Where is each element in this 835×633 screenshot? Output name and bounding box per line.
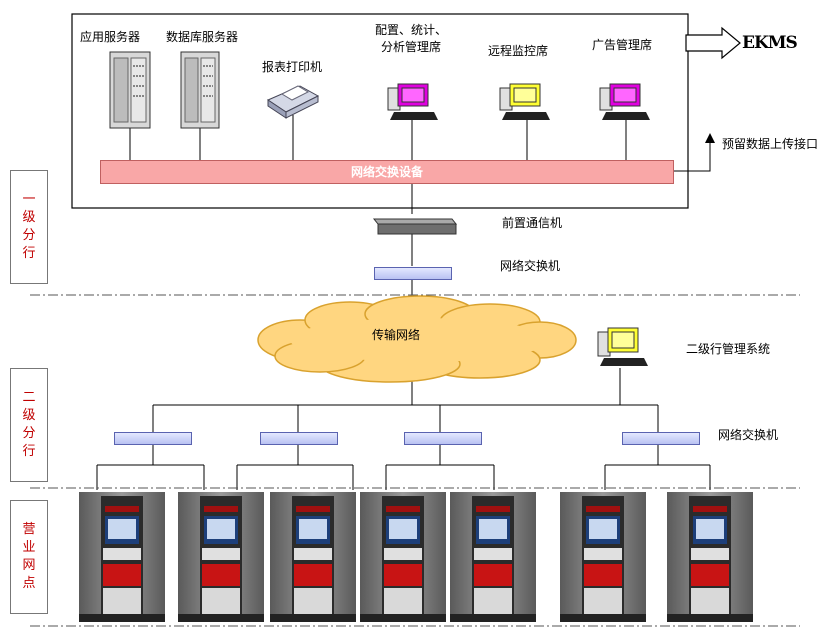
switch-level2-4 [622,432,700,445]
side-char: 行 [22,444,36,459]
side-label-level2: 二 级 分 行 [10,368,48,482]
ad-management-label: 广告管理席 [592,38,653,52]
remote-monitor-label: 远程监控席 [488,44,549,58]
report-printer-label: 报表打印机 [262,60,323,74]
atm-terminal-icon [450,492,536,622]
atm-terminal-icon [178,492,264,622]
switch-level2-3 [404,432,482,445]
side-char: 网 [22,558,36,573]
side-char: 分 [22,228,36,243]
side-char: 二 [22,390,36,405]
atm-terminal-icon [79,492,165,622]
switch-level1-label: 网络交换机 [500,259,561,273]
config-label-line1: 配置、统计、 [374,23,447,37]
transport-network-label: 传输网络 [372,328,421,342]
reserved-upload-label: 预留数据上传接口 [722,137,819,151]
atm-terminal-icon [360,492,446,622]
side-char: 业 [22,540,36,555]
front-comm-label: 前置通信机 [502,216,563,230]
atm-terminal-icon [270,492,356,622]
side-char: 分 [22,426,36,441]
side-char: 一 [22,192,36,207]
side-char: 级 [22,210,36,225]
side-label-outlets: 营 业 网 点 [10,500,48,614]
atm-terminal-icon [560,492,646,622]
side-char: 营 [22,522,36,537]
side-char: 级 [22,408,36,423]
network-switch-device-label: 网络交换设备 [350,165,423,179]
switch-level2-2 [260,432,338,445]
app-server-label: 应用服务器 [80,30,141,44]
ekms-label: EKMS [742,33,798,53]
level2-mgmt-label: 二级行管理系统 [686,342,771,356]
side-char: 点 [22,576,36,591]
switch-level2-1 [114,432,192,445]
switch-level2-label: 网络交换机 [718,428,779,442]
side-char: 行 [22,246,36,261]
config-label-line2: 分析管理席 [380,40,441,54]
side-label-level1: 一 级 分 行 [10,170,48,284]
db-server-label: 数据库服务器 [166,30,239,44]
atm-terminal-icon [667,492,753,622]
network-switch-device-bar: 网络交换设备 [100,160,674,184]
switch-level1 [374,267,452,280]
